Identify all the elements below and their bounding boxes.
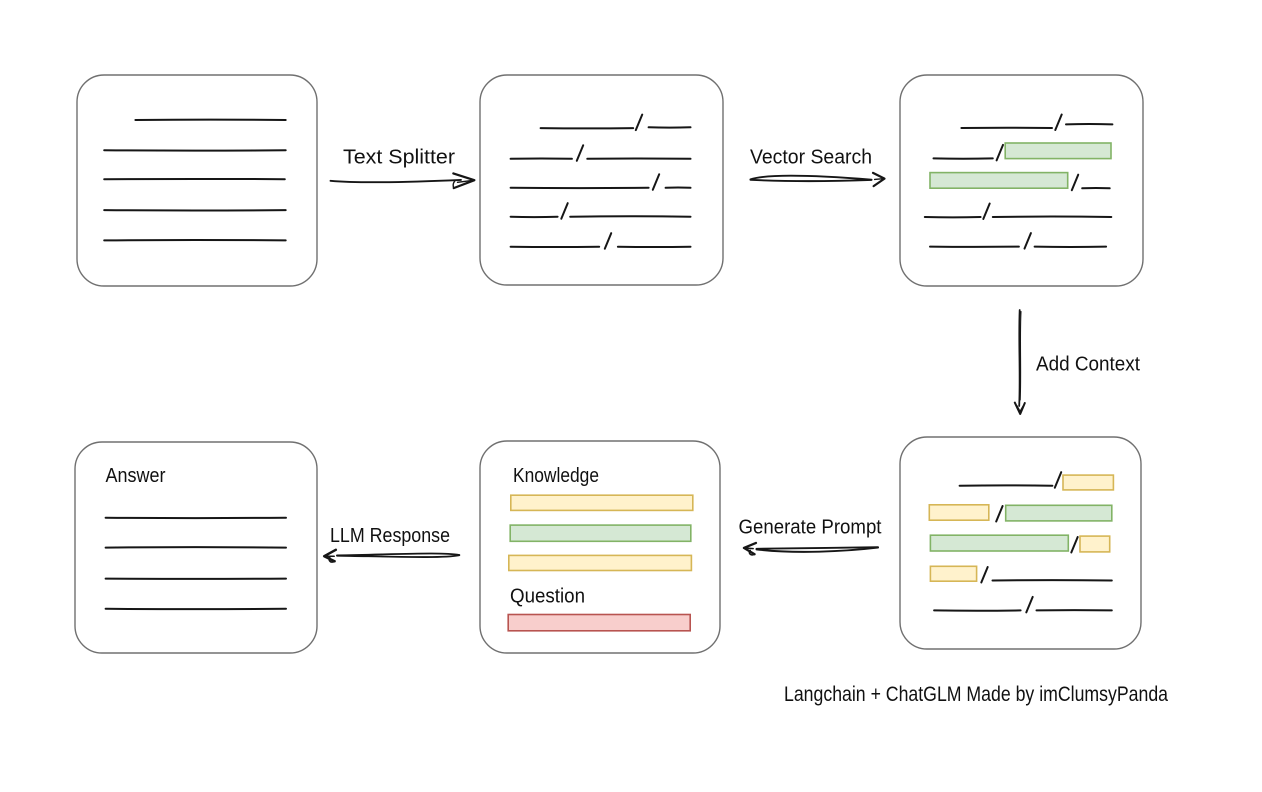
svg-text:Generate Prompt: Generate Prompt: [739, 517, 882, 539]
svg-text:Text Splitter: Text Splitter: [343, 147, 455, 169]
svg-text:Add Context: Add Context: [1036, 354, 1140, 376]
svg-text:LLM Response: LLM Response: [330, 525, 450, 547]
svg-text:Answer: Answer: [106, 465, 166, 487]
svg-text:Question: Question: [510, 585, 585, 607]
svg-text:Vector Search: Vector Search: [750, 147, 872, 169]
svg-text:Langchain + ChatGLM Made by im: Langchain + ChatGLM Made by imClumsyPand…: [784, 683, 1168, 706]
svg-text:Knowledge: Knowledge: [513, 465, 599, 487]
